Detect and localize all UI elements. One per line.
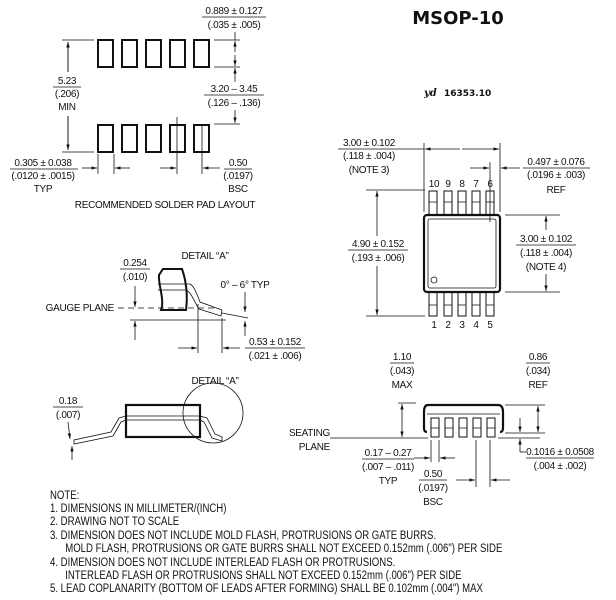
gauge-in: (.010): [123, 272, 147, 283]
drawing-code-number: 16353.10: [444, 89, 491, 99]
overall-length-mm: 4.90 ± 0.152: [352, 239, 405, 250]
package-title: MSOP-10: [412, 8, 504, 29]
side-view-right: SEATING PLANE 1.10 (.043) MAX 0.86 (.034…: [289, 352, 595, 508]
lead-ref-in: (.0196 ± .003): [527, 170, 585, 181]
drawing-code-prefix: yd: [423, 88, 437, 99]
pad-width-typ-in: (.0120 ± .0015): [11, 171, 74, 182]
body-width-note: (NOTE 4): [526, 262, 566, 273]
pin-label: 1: [431, 320, 437, 331]
lead-ref-mm: 0.497 ± 0.076: [527, 157, 585, 168]
pin1-marker: [430, 276, 438, 284]
body-width-mm: 3.00 ± 0.102: [520, 234, 573, 245]
body-width-in: (.118 ± .004): [520, 248, 572, 259]
lead-angle: 0° – 6° TYP: [221, 280, 271, 291]
overall-length-in: (.193 ± .006): [352, 253, 405, 264]
lead-thickness-mm: 0.18: [59, 396, 78, 407]
body-height-mm: 0.86: [529, 352, 548, 363]
pitch-qual: BSC: [423, 497, 443, 508]
standoff-mm: 0.1016 ± 0.0508: [526, 447, 594, 458]
note-line: 4. DIMENSION DOES NOT INCLUDE INTERLEAD …: [50, 556, 395, 569]
solder-pads-top-row: [97, 39, 210, 68]
lead-ref-qual: REF: [546, 185, 565, 196]
pin-label: 2: [445, 320, 451, 331]
seating-plane-label-2: PLANE: [299, 442, 331, 453]
notes: NOTE: 1. DIMENSIONS IN MILLIMETER/(INCH)…: [50, 489, 502, 595]
pitch-mm: 0.50: [424, 469, 443, 480]
pin-label: 4: [473, 320, 479, 331]
height-qual: MAX: [392, 380, 413, 391]
pin-label: 7: [473, 179, 479, 190]
pitch-in: (.0197): [418, 483, 448, 494]
pad-pitch-mm: 0.50: [229, 158, 248, 169]
pad-width-mm: 0.889 ± 0.127: [205, 6, 263, 17]
pad-pitch-in: (.0197): [223, 171, 253, 182]
foot-length-in: (.021 ± .006): [249, 351, 302, 362]
note-line: 5. LEAD COPLANARITY (BOTTOM OF LEADS AFT…: [50, 582, 484, 595]
pin-label: 6: [487, 179, 493, 190]
lead-width-mm: 0.17 – 0.27: [365, 448, 412, 459]
bottom-pins: [428, 291, 495, 317]
gauge-plane-label: GAUGE PLANE: [46, 303, 115, 314]
gap-in: (.126 – .136): [208, 98, 261, 109]
lead-thickness-in: (.007): [56, 410, 80, 421]
detail-a-callout: DETAIL “A”: [191, 376, 238, 387]
width-in: (.118 ± .004): [343, 151, 395, 162]
solder-pad-layout: 5.23 (.206) MIN 0.889 ± 0.127 (.035 ± .0…: [10, 6, 266, 211]
pin-label: 5: [487, 320, 493, 331]
solder-pad-caption: RECOMMENDED SOLDER PAD LAYOUT: [75, 200, 256, 211]
lead-width-qual: TYP: [379, 476, 398, 487]
detail-a-circle: [182, 382, 244, 444]
top-pins: [428, 190, 495, 216]
note-line: 3. DIMENSION DOES NOT INCLUDE MOLD FLASH…: [50, 529, 436, 542]
pin-label: 10: [429, 179, 440, 190]
row-span-mm: 5.23: [58, 76, 77, 87]
pad-width-in: (.035 ± .005): [208, 20, 261, 31]
body-height-qual: REF: [528, 380, 547, 391]
note-line: 1. DIMENSIONS IN MILLIMETER/(INCH): [50, 502, 226, 515]
standoff-in: (.004 ± .002): [534, 461, 587, 472]
note-line: 2. DRAWING NOT TO SCALE: [50, 515, 179, 528]
body-height-in: (.034): [526, 366, 550, 377]
height-mm: 1.10: [393, 352, 412, 363]
width-note: (NOTE 3): [349, 165, 389, 176]
pad-width-typ-mm: 0.305 ± 0.038: [14, 158, 72, 169]
pin-label: 8: [459, 179, 465, 190]
detail-a-view: DETAIL “A” GAUGE PLANE 0.254 (.010) 0° –…: [46, 251, 305, 362]
seating-plane-label: SEATING: [289, 428, 331, 439]
pad-pitch-qual: BSC: [228, 184, 248, 195]
width-mm: 3.00 ± 0.102: [343, 138, 396, 149]
height-in: (.043): [390, 366, 414, 377]
row-span-qual: MIN: [58, 102, 76, 113]
note-line: MOLD FLASH, PROTRUSIONS OR GATE BURRS SH…: [65, 542, 502, 555]
note-line: INTERLEAD FLASH OR PROTRUSIONS SHALL NOT…: [65, 569, 461, 582]
gap-mm: 3.20 – 3.45: [211, 84, 258, 95]
pin-label: 9: [445, 179, 451, 190]
top-view: 10 9 8 7 6 1 2 3 4 5 3.00 ± 0.102 (.118 …: [338, 138, 590, 331]
pin-label: 3: [459, 320, 465, 331]
lead-width-in: (.007 – .011): [362, 462, 414, 473]
gauge-mm: 0.254: [123, 258, 147, 269]
notes-heading: NOTE:: [50, 489, 79, 502]
solder-pads-bottom-row: [97, 124, 210, 153]
side-view-left: DETAIL “A” 0.18 (.007): [53, 376, 244, 460]
pad-width-typ-qual: TYP: [34, 184, 53, 195]
row-span-in: (.206): [55, 89, 79, 100]
detail-a-label: DETAIL “A”: [181, 251, 228, 262]
foot-length-mm: 0.53 ± 0.152: [249, 337, 302, 348]
